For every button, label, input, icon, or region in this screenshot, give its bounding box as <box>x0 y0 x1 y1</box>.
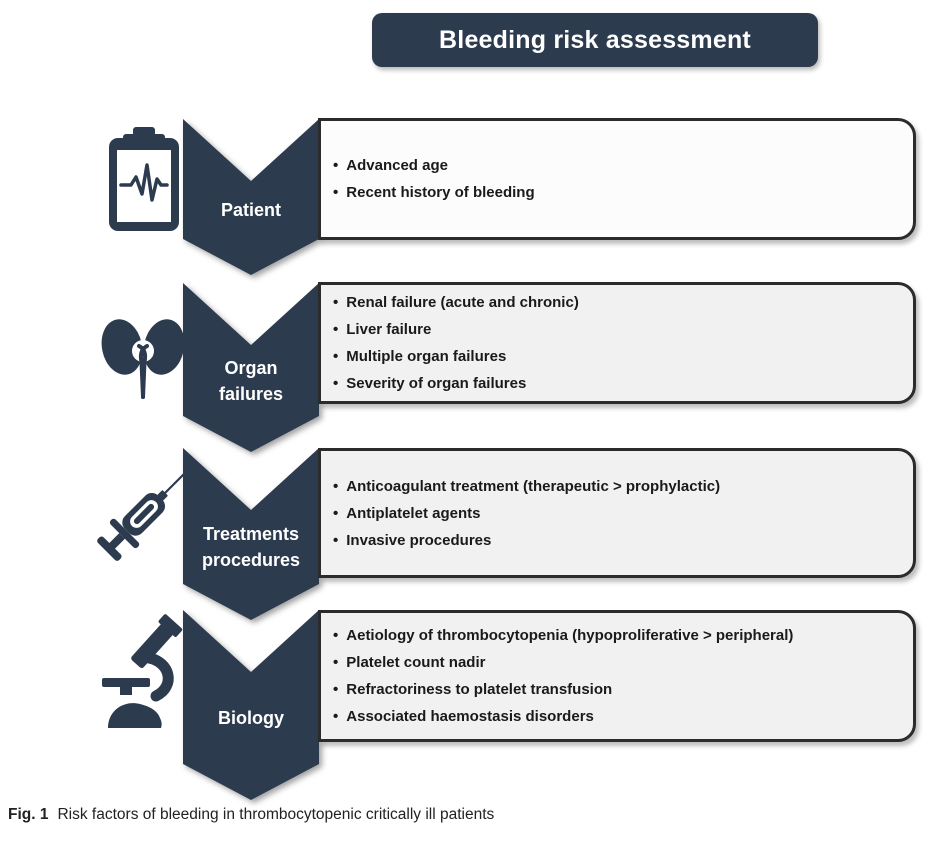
chevron-organ-failures: Organ failures <box>183 283 319 452</box>
bullet-item: Aetiology of thrombocytopenia (hypoproli… <box>333 622 897 649</box>
bullet-item: Refractoriness to platelet transfusion <box>333 676 897 703</box>
figure-caption-label: Fig. 1 <box>8 806 49 823</box>
chevron-label-text: Organ failures <box>218 357 284 404</box>
chevron-label-text: Treatments procedures <box>201 524 301 570</box>
bullet-item: Recent history of bleeding <box>333 179 897 206</box>
figure-caption-text: Risk factors of bleeding in thrombocytop… <box>57 806 495 823</box>
chevron-treatments-procedures: Treatments procedures <box>183 448 319 620</box>
figure-caption: Fig. 1 Risk factors of bleeding in thromb… <box>8 806 494 824</box>
chevron-label: Patient <box>187 181 315 239</box>
risk-box-treatments: Anticoagulant treatment (therapeutic > p… <box>318 448 916 578</box>
bullet-list: Advanced age Recent history of bleeding <box>333 152 897 206</box>
bullet-list: Renal failure (acute and chronic) Liver … <box>333 289 897 397</box>
bullet-item: Invasive procedures <box>333 527 897 554</box>
chevron-biology: Biology <box>183 610 319 800</box>
bullet-item: Severity of organ failures <box>333 370 897 397</box>
bullet-list: Anticoagulant treatment (therapeutic > p… <box>333 473 897 554</box>
bullet-item: Platelet count nadir <box>333 649 897 676</box>
clipboard-ecg-icon <box>106 127 182 233</box>
bullet-item: Multiple organ failures <box>333 343 897 370</box>
figure-title-text: Bleeding risk assessment <box>439 25 751 54</box>
bullet-item: Liver failure <box>333 316 897 343</box>
chevron-label-text: Patient <box>220 200 281 220</box>
chevron-label: Biology <box>187 672 315 764</box>
bullet-item: Advanced age <box>333 152 897 179</box>
risk-box-biology: Aetiology of thrombocytopenia (hypoproli… <box>318 610 916 742</box>
bullet-item: Anticoagulant treatment (therapeutic > p… <box>333 473 897 500</box>
bullet-list: Aetiology of thrombocytopenia (hypoproli… <box>333 622 897 730</box>
chevron-patient: Patient <box>183 119 319 275</box>
chevron-label: Organ failures <box>187 345 315 416</box>
bullet-item: Renal failure (acute and chronic) <box>333 289 897 316</box>
bullet-item: Antiplatelet agents <box>333 500 897 527</box>
chevron-label-text: Biology <box>218 708 284 728</box>
bullet-item: Associated haemostasis disorders <box>333 703 897 730</box>
chevron-label: Treatments procedures <box>187 510 315 584</box>
microscope-icon <box>93 612 197 732</box>
kidneys-icon <box>97 311 189 401</box>
risk-box-patient: Advanced age Recent history of bleeding <box>318 118 916 240</box>
risk-box-organ-failures: Renal failure (acute and chronic) Liver … <box>318 282 916 404</box>
figure-title-box: Bleeding risk assessment <box>372 13 818 67</box>
